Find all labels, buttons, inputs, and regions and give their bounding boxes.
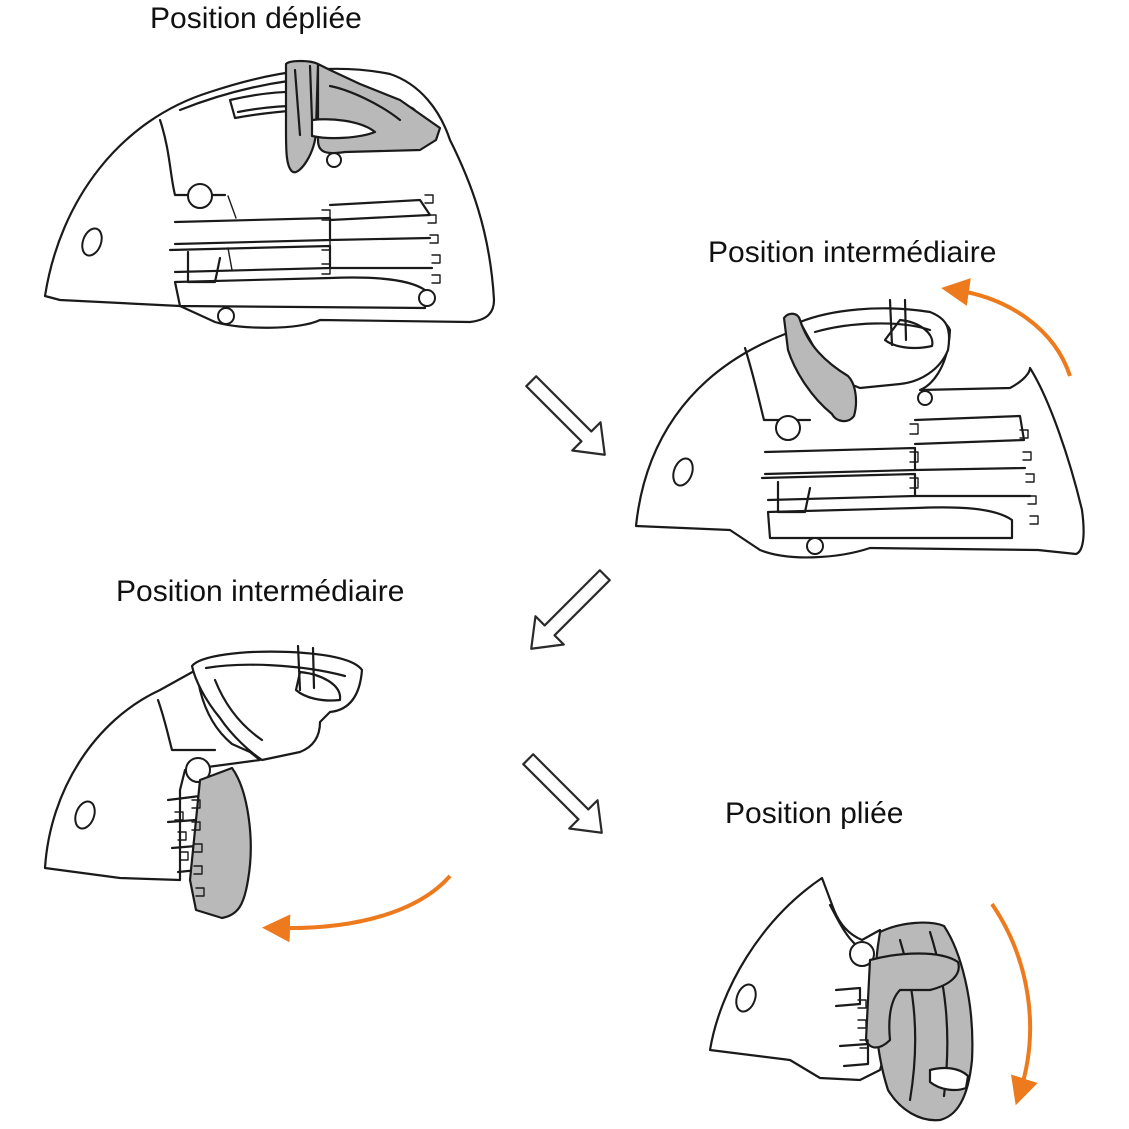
label-folded: Position pliée — [725, 797, 903, 830]
rotation-arrow-down — [990, 902, 1038, 1106]
helmet-intermediate-2 — [43, 644, 452, 943]
rotation-arrow-down-left — [262, 874, 452, 943]
step-arrow-3 — [522, 753, 603, 834]
helmet-folded — [708, 876, 1038, 1122]
helmet-unfolded — [43, 59, 496, 329]
step-arrow-2 — [530, 569, 611, 650]
helmet-intermediate-1 — [634, 278, 1085, 559]
label-unfolded: Position dépliée — [150, 2, 362, 35]
label-intermediate-1: Position intermédiaire — [708, 236, 996, 269]
label-intermediate-2: Position intermédiaire — [116, 575, 404, 608]
rotation-arrow-up — [941, 278, 1072, 377]
step-arrow-1 — [525, 375, 606, 456]
